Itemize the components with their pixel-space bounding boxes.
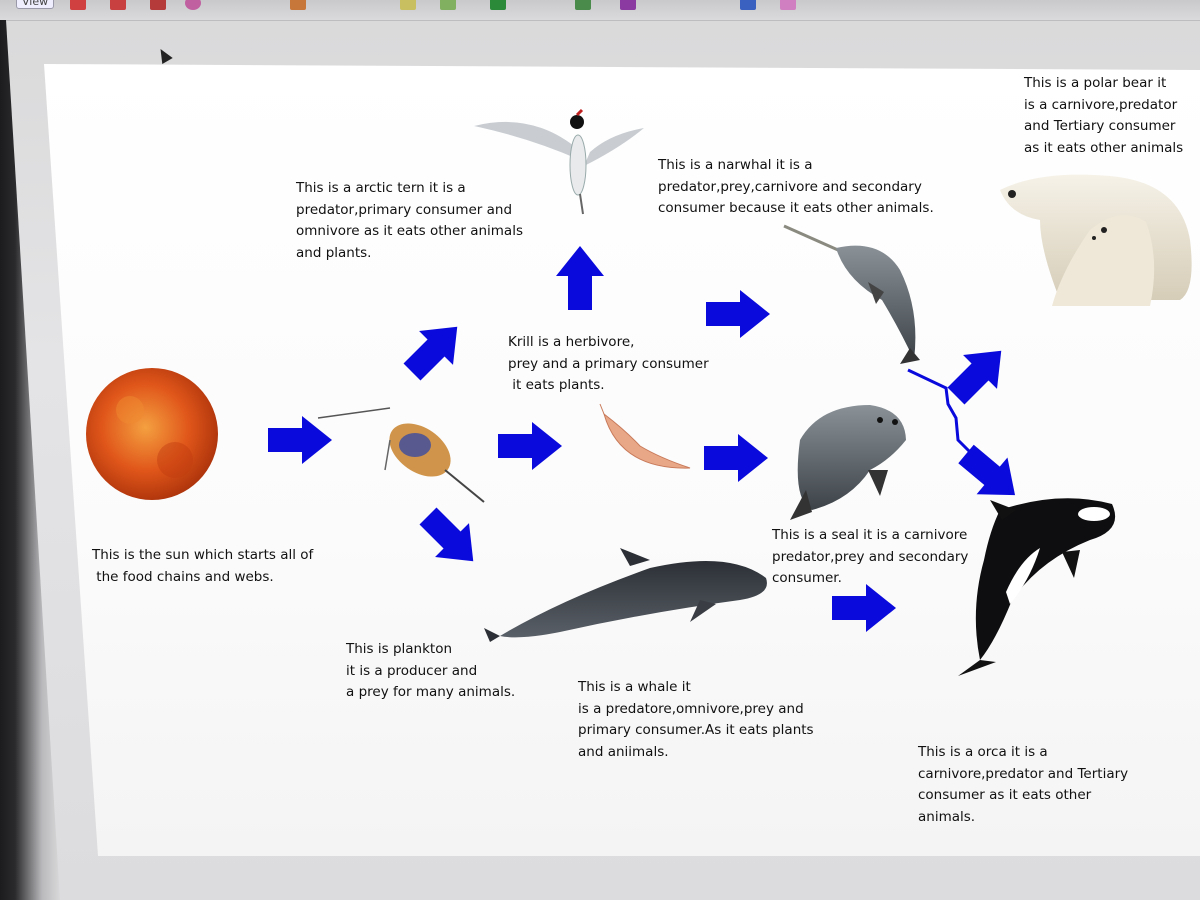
narwhal-description: This is a narwhal it is a predator,prey,… bbox=[658, 157, 934, 216]
arrow-krill-narwhal bbox=[706, 290, 770, 338]
orca-description: This is a orca it is a carnivore,predato… bbox=[918, 744, 1129, 825]
arrow-seal-orca bbox=[832, 584, 896, 632]
view-menu[interactable]: View bbox=[16, 0, 55, 9]
app-toolbar: View bbox=[0, 0, 1200, 21]
seal-description: This is a seal it is a carnivore predato… bbox=[772, 527, 969, 586]
toolbar-icon-1[interactable] bbox=[70, 0, 86, 10]
toolbar-icon-12[interactable] bbox=[780, 0, 796, 10]
toolbar-icon-10[interactable] bbox=[620, 0, 636, 10]
whale-description: This is a whale it is a predatore,omnivo… bbox=[578, 679, 814, 760]
arctic-tern-icon bbox=[474, 108, 644, 215]
arctic-tern-description: This is a arctic tern it is a predator,p… bbox=[296, 180, 523, 261]
toolbar-icon-6[interactable] bbox=[400, 0, 416, 10]
plankton-icon bbox=[317, 407, 485, 503]
whale-icon bbox=[484, 548, 767, 642]
arrow-krill-seal bbox=[704, 434, 768, 482]
seal-icon bbox=[790, 405, 906, 520]
krill-description: Krill is a herbivore, prey and a primary… bbox=[508, 334, 709, 393]
toolbar-icon-11[interactable] bbox=[740, 0, 756, 10]
toolbar-icon-4[interactable] bbox=[185, 0, 201, 10]
sun-description: This is the sun which starts all of the … bbox=[92, 547, 314, 585]
arrow-plankton-krill bbox=[498, 422, 562, 470]
arrow-sun-plankton bbox=[268, 416, 332, 464]
plankton-description: This is plankton it is a producer and a … bbox=[346, 641, 516, 700]
connector-line bbox=[907, 368, 972, 454]
toolbar-icon-3[interactable] bbox=[150, 0, 166, 10]
toolbar-icon-9[interactable] bbox=[575, 0, 591, 10]
toolbar-icon-8[interactable] bbox=[490, 0, 506, 10]
arrow-narwhal-bear bbox=[939, 333, 1019, 413]
narwhal-icon bbox=[783, 224, 920, 364]
toolbar-icon-7[interactable] bbox=[440, 0, 456, 10]
toolbar-icon-2[interactable] bbox=[110, 0, 126, 10]
orca-icon bbox=[958, 498, 1116, 676]
arrow-plankton-tern bbox=[395, 309, 475, 389]
arrow-plankton-whale bbox=[411, 499, 491, 579]
arrow-krill-tern bbox=[556, 246, 604, 310]
krill-icon bbox=[599, 403, 691, 469]
polar-bear-icon bbox=[1000, 174, 1192, 306]
polar-bear-description: This is a polar bear it is a carnivore,p… bbox=[1024, 75, 1184, 156]
arrow-narwhal-orca bbox=[950, 435, 1031, 514]
sun-icon bbox=[86, 368, 218, 500]
toolbar-icon-5[interactable] bbox=[290, 0, 306, 10]
